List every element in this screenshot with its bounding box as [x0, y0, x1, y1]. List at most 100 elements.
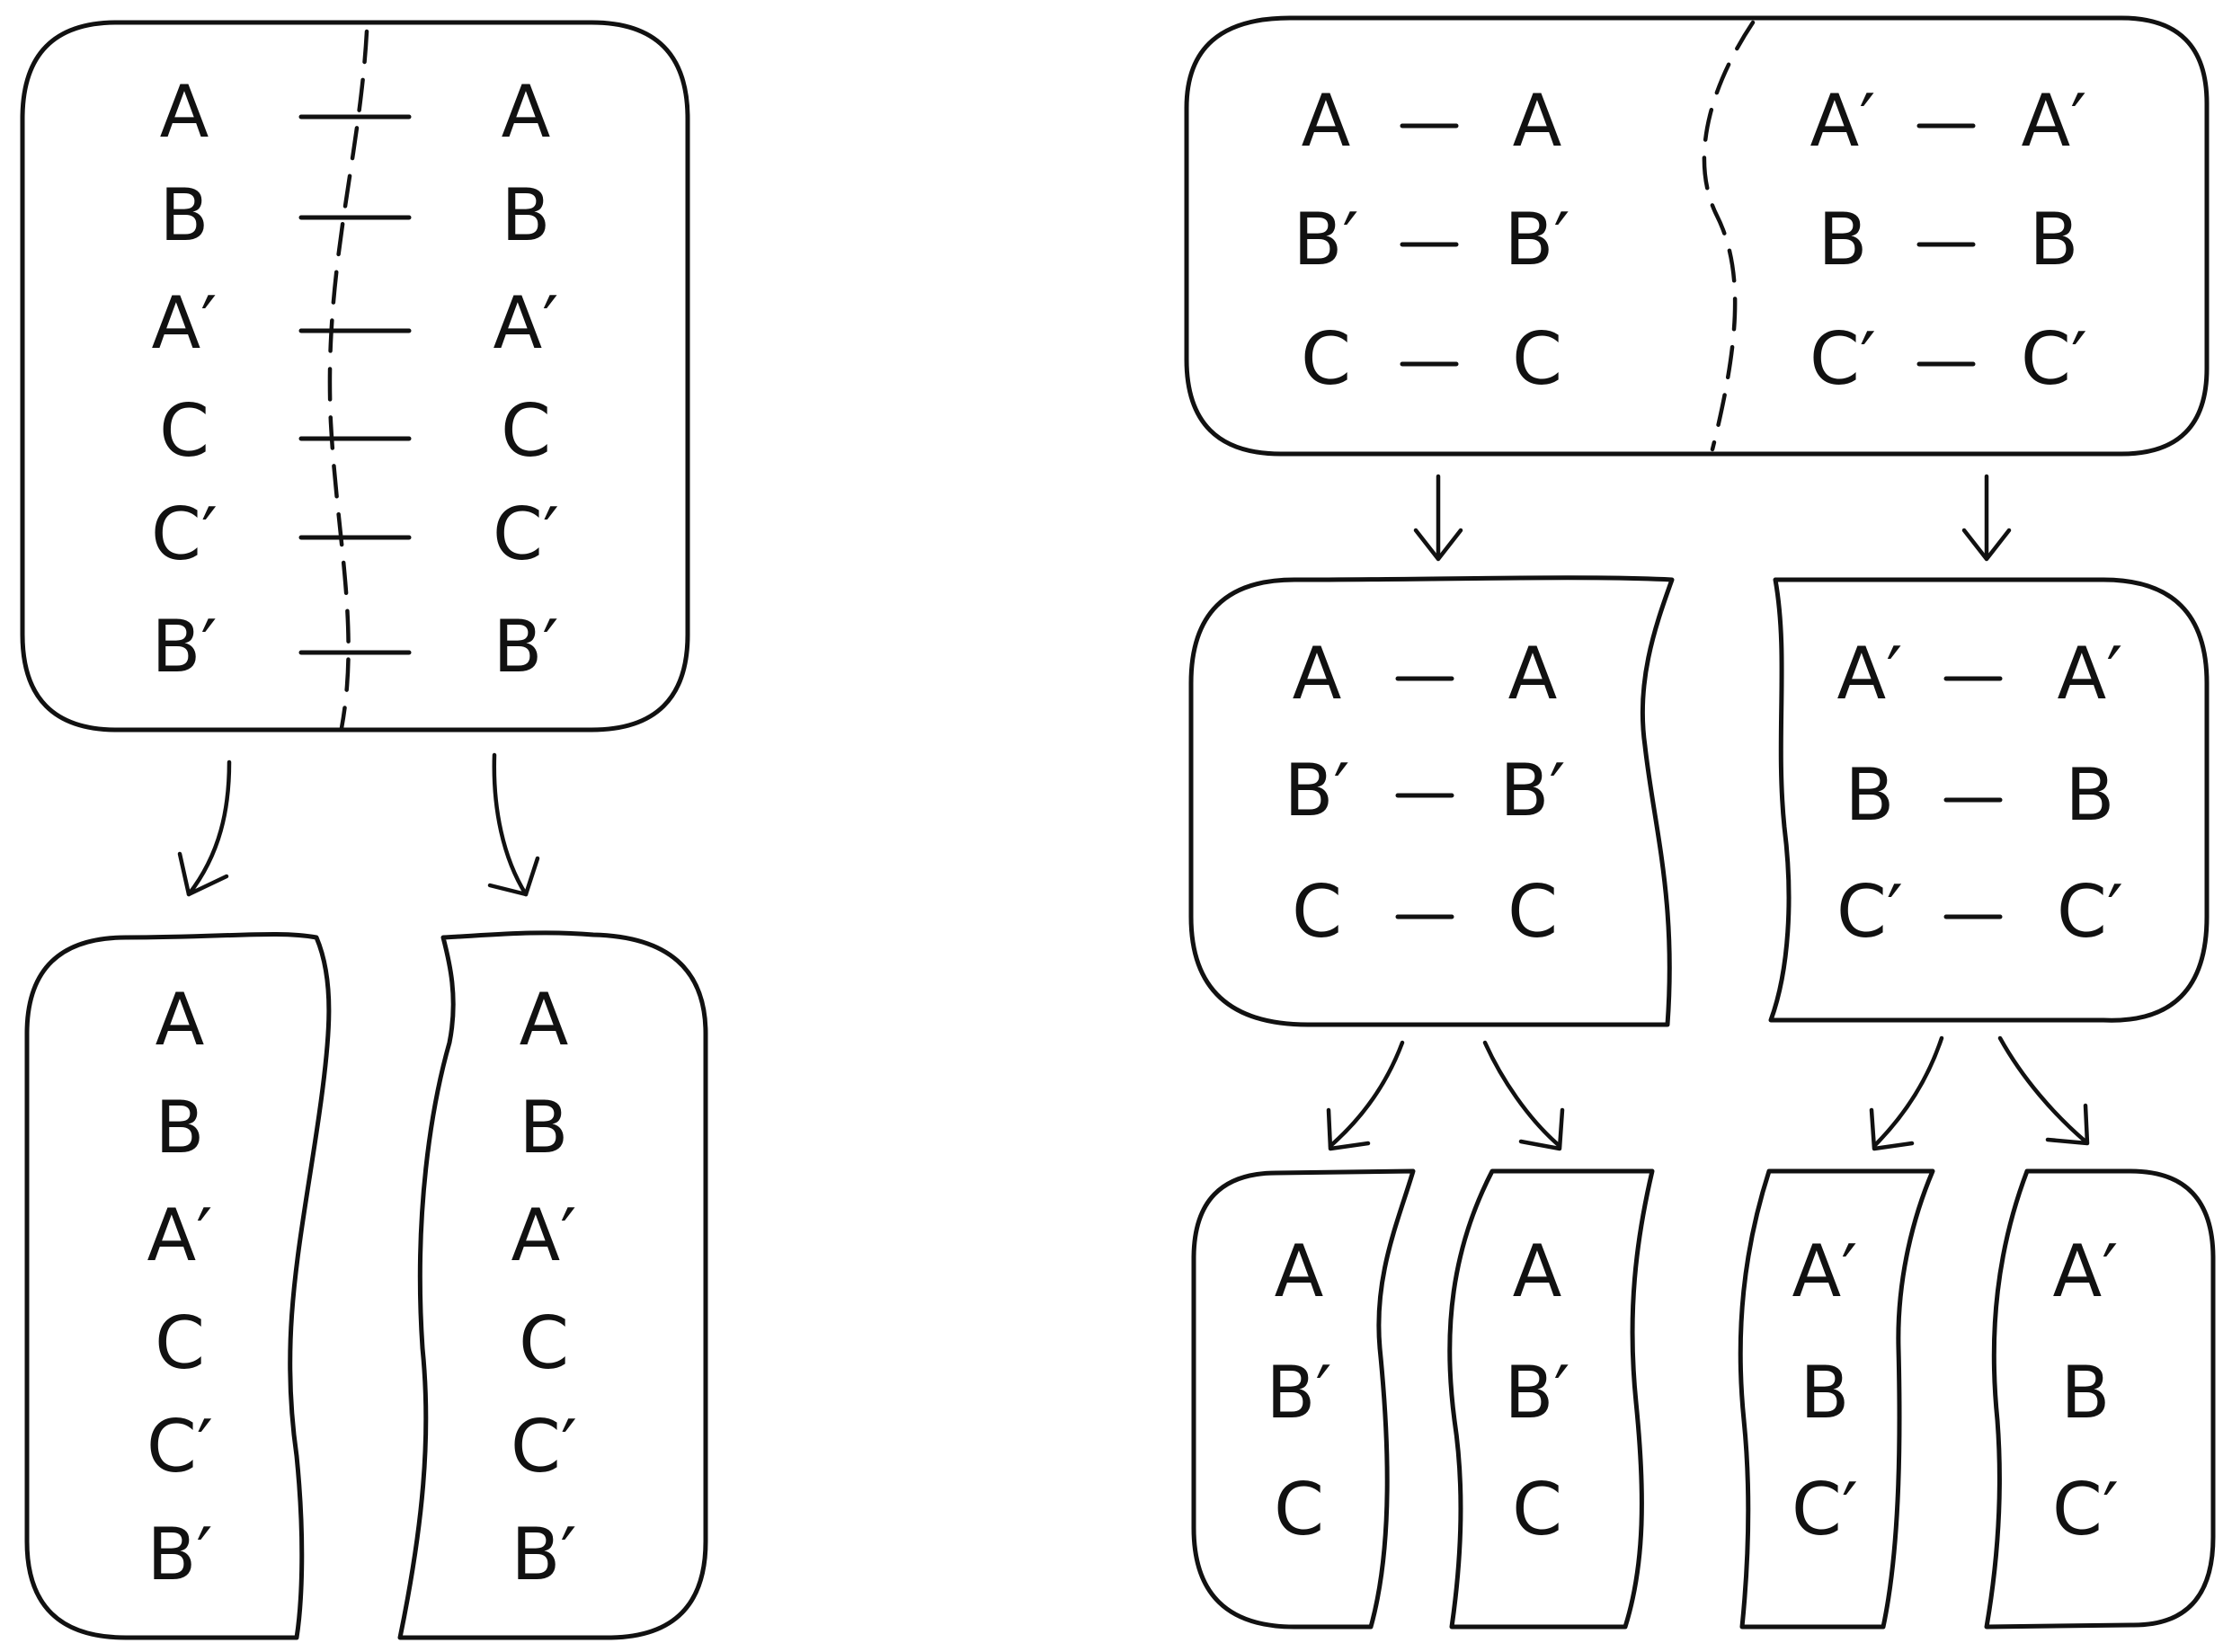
left-top-box-labels: A A B B A′ A′ C C C′ C′ B′ B′	[151, 70, 559, 688]
right-arrow-to-frag-4-head	[2045, 1103, 2090, 1146]
left-frag-2-label-6: B′	[511, 1513, 576, 1596]
left-top-row-1-left: A	[160, 70, 209, 154]
right-frag-2-label-3: C	[1512, 1468, 1562, 1551]
right-top-rg-row-1-left: A′	[1810, 79, 1876, 163]
right-mid-2-row-1-left: A′	[1837, 632, 1903, 715]
left-frag-1-label-1: A	[156, 978, 205, 1061]
right-frag-2-label-2: B′	[1504, 1351, 1569, 1434]
right-arrow-down-2-head	[1961, 528, 2012, 562]
left-frag-1-label-3: A′	[147, 1194, 213, 1277]
right-top-lg-row-2-right: B′	[1504, 198, 1569, 281]
left-top-row-3-right: A′	[494, 281, 559, 365]
right-panel: A A B′ B′ C C A′ A′ B B C′ C′	[1184, 15, 2216, 1630]
right-mid-1-row-3-right: C	[1507, 870, 1558, 954]
right-frag-3-label-2: B	[1801, 1351, 1850, 1434]
right-bottom-fragment-4-outline	[1984, 1168, 2216, 1630]
right-arrow-to-frag-4	[1997, 1035, 2088, 1144]
left-frag-1-label-6: B′	[147, 1513, 212, 1596]
right-bottom-fragment-2-outline	[1447, 1168, 1655, 1630]
right-top-lg-row-3-left: C	[1301, 317, 1351, 401]
right-frag-3-label-3: C′	[1792, 1468, 1858, 1551]
left-top-row-1-right: A	[502, 70, 551, 154]
right-top-box-cut-line	[1702, 20, 1756, 452]
right-mid-2-row-2-left: B	[1845, 753, 1895, 837]
right-arrow-down-1-head	[1413, 528, 1463, 562]
left-arrow-head-1	[177, 851, 229, 897]
left-top-row-6-left: B′	[151, 605, 217, 688]
right-frag-3-label-1: A′	[1792, 1230, 1858, 1313]
left-top-row-2-left: B	[160, 173, 209, 257]
right-mid-2-row-3-right: C′	[2057, 870, 2123, 954]
right-frag-1-label-2: B′	[1266, 1351, 1331, 1434]
left-frag-1-label-4: C	[155, 1301, 205, 1385]
right-bottom-fragment-1-labels: A B′ C	[1266, 1230, 1331, 1551]
left-top-row-2-right: B	[502, 173, 551, 257]
right-top-rg-row-2-right: B	[2030, 198, 2079, 281]
right-bottom-fragment-4-labels: A′ B C′	[2052, 1230, 2119, 1551]
left-top-box-outline	[20, 20, 690, 733]
right-arrow-to-frag-3-head	[1869, 1107, 1915, 1151]
right-arrow-to-frag-3	[1872, 1035, 1944, 1149]
left-arrow-to-fragment-2	[492, 752, 529, 897]
left-fragment-1-labels: A B A′ C C′ B′	[147, 978, 213, 1596]
left-frag-2-label-3: A′	[511, 1194, 577, 1277]
left-top-row-5-left: C′	[151, 493, 218, 576]
right-top-lg-row-1-right: A	[1513, 79, 1562, 163]
right-arrow-to-frag-2-head	[1518, 1107, 1565, 1151]
right-frag-4-label-2: B	[2061, 1351, 2111, 1434]
left-top-row-6-right: B′	[493, 605, 558, 688]
left-frag-2-label-5: C′	[511, 1405, 577, 1488]
right-mid-2-row-1-right: A′	[2058, 632, 2123, 715]
left-fragment-2-labels: A B A′ C C′ B′	[511, 978, 577, 1596]
right-mid-1-row-2-right: B′	[1499, 749, 1565, 832]
left-frag-1-label-2: B	[156, 1086, 205, 1169]
right-mid-2-row-2-right: B	[2066, 753, 2115, 837]
right-top-box-left-group: A A B′ B′ C C	[1293, 79, 1569, 401]
left-arrow-head-2	[487, 856, 540, 897]
left-top-row-5-right: C′	[493, 493, 559, 576]
right-arrow-to-frag-2	[1482, 1040, 1562, 1149]
right-frag-2-label-1: A	[1513, 1230, 1562, 1313]
right-top-rg-row-3-right: C′	[2021, 317, 2087, 401]
right-top-rg-row-3-left: C′	[1810, 317, 1876, 401]
right-mid-1-row-1-left: A	[1293, 632, 1342, 715]
right-middle-box-2-outline	[1768, 577, 2210, 1023]
left-top-row-4-left: C	[159, 389, 209, 473]
right-bottom-fragment-2-labels: A B′ C	[1504, 1230, 1569, 1551]
right-mid-2-row-3-left: C′	[1836, 870, 1903, 954]
right-mid-1-row-1-right: A	[1508, 632, 1558, 715]
left-arrow-to-fragment-1	[186, 759, 232, 897]
right-top-box-outline	[1184, 15, 2210, 457]
right-top-lg-row-3-right: C	[1512, 317, 1562, 401]
left-top-row-3-left: A′	[152, 281, 218, 365]
right-top-box-right-group: A′ A′ B B C′ C′	[1810, 79, 2087, 401]
left-top-box-bars	[298, 114, 412, 655]
right-frag-4-label-3: C′	[2052, 1468, 2119, 1551]
left-top-box-cut-line	[327, 29, 369, 731]
left-panel: A A B B A′ A′ C C C′ C′ B′ B′ A B A′ C	[20, 20, 708, 1640]
right-frag-1-label-3: C	[1274, 1468, 1324, 1551]
left-frag-2-label-4: C	[519, 1301, 569, 1385]
right-bottom-arrows	[1326, 1035, 2090, 1151]
right-arrow-to-frag-1-head	[1326, 1107, 1371, 1151]
left-frag-1-label-5: C′	[147, 1405, 213, 1488]
right-mid-1-row-2-left: B′	[1284, 749, 1349, 832]
left-frag-2-label-2: B	[520, 1086, 569, 1169]
left-frag-2-label-1: A	[520, 978, 569, 1061]
right-top-lg-row-2-left: B′	[1293, 198, 1358, 281]
right-bottom-fragment-3-labels: A′ B C′	[1792, 1230, 1858, 1551]
right-top-lg-row-1-left: A	[1302, 79, 1351, 163]
left-top-row-4-right: C	[501, 389, 551, 473]
right-top-rg-row-1-right: A′	[2022, 79, 2087, 163]
right-middle-box-1-labels: A A B′ B′ C C	[1284, 632, 1565, 954]
right-top-rg-row-2-left: B	[1818, 198, 1868, 281]
right-bottom-fragment-3-outline	[1738, 1168, 1935, 1630]
right-middle-box-1-outline	[1188, 575, 1675, 1027]
left-arrows	[177, 752, 540, 897]
right-frag-1-label-1: A	[1275, 1230, 1324, 1313]
right-top-arrows	[1413, 474, 2012, 562]
left-fragment-1-outline	[24, 931, 332, 1640]
right-arrow-to-frag-1	[1328, 1040, 1405, 1149]
left-fragment-2-outline	[397, 930, 708, 1640]
